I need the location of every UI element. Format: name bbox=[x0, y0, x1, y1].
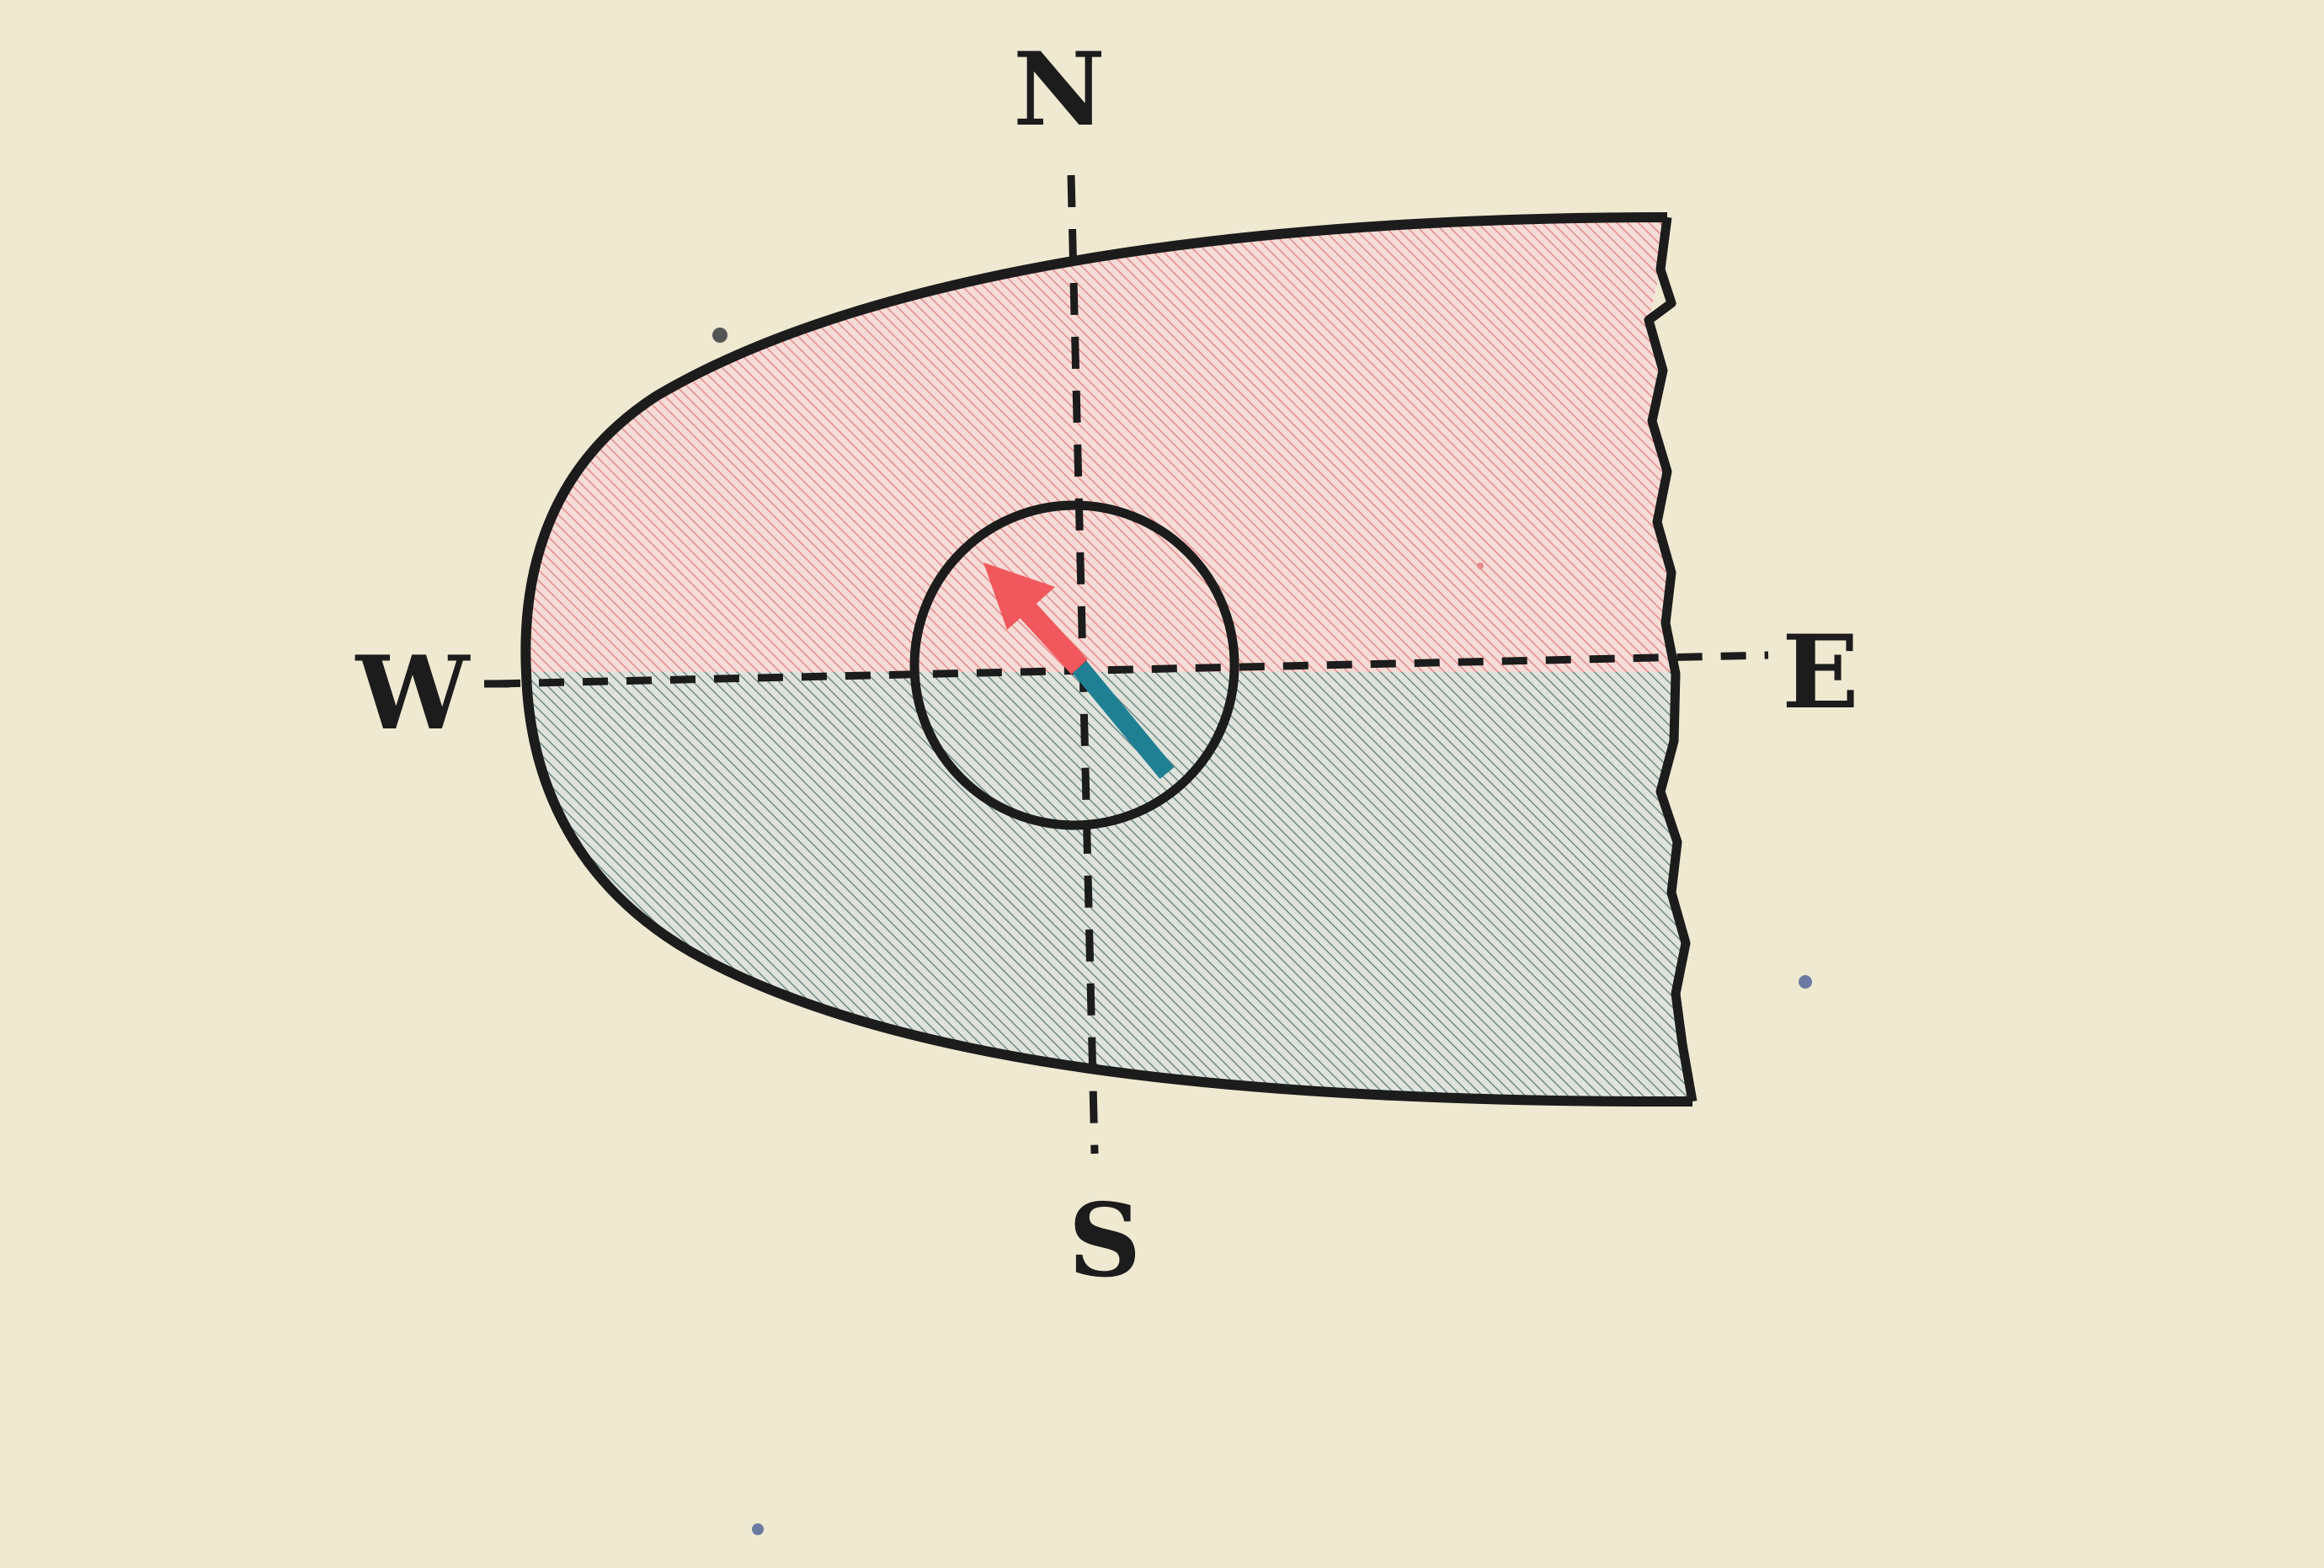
compass-label-south: S bbox=[1069, 1181, 1142, 1300]
paper-speck bbox=[1477, 563, 1484, 569]
paper-speck bbox=[752, 1523, 764, 1535]
magnet-north-half bbox=[525, 217, 1676, 672]
west-east-axis bbox=[494, 651, 1769, 688]
paper-speck bbox=[712, 328, 728, 343]
compass-needle-north-end bbox=[1017, 600, 1088, 675]
magnet-outline bbox=[520, 212, 1693, 1107]
compass-label-east: E bbox=[1782, 613, 1858, 732]
magnet-broken-edge bbox=[1644, 216, 1698, 1102]
magnet-south-half bbox=[525, 672, 1692, 1102]
compass-needle-south-end bbox=[1072, 660, 1175, 780]
compass-needle-arrowhead-icon bbox=[983, 563, 1055, 630]
compass-circle bbox=[909, 500, 1239, 830]
paper-speck bbox=[1799, 975, 1812, 989]
compass-label-west: W bbox=[354, 634, 472, 753]
compass-label-north: N bbox=[1013, 30, 1106, 149]
